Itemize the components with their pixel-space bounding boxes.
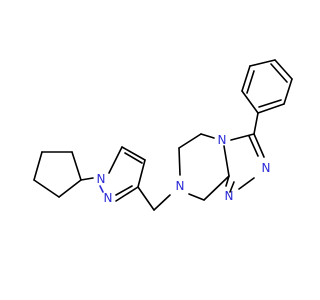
bond bbox=[238, 177, 255, 190]
bond bbox=[241, 65, 251, 92]
bond bbox=[115, 185, 133, 196]
bond bbox=[58, 179, 82, 198]
piperazine-n-label: N bbox=[176, 179, 185, 193]
bond-layer bbox=[33, 59, 293, 211]
bond bbox=[71, 151, 82, 181]
bond bbox=[115, 186, 139, 202]
bond bbox=[33, 151, 43, 181]
bond bbox=[178, 133, 202, 149]
triazole-n4-label: N bbox=[218, 133, 227, 147]
bond bbox=[33, 179, 60, 198]
bond bbox=[80, 177, 94, 181]
bond bbox=[248, 135, 259, 157]
bond bbox=[99, 185, 104, 193]
bond bbox=[124, 152, 143, 164]
bond bbox=[203, 175, 230, 201]
bond bbox=[153, 194, 171, 211]
pyrazole-n2-label: N bbox=[104, 191, 113, 205]
bond bbox=[137, 186, 155, 211]
bond bbox=[253, 133, 265, 158]
bond bbox=[178, 147, 181, 176]
bond bbox=[270, 63, 288, 83]
molecule-svg: N N N N N N bbox=[33, 59, 293, 211]
bond bbox=[108, 146, 123, 174]
structure-diagram: N N N N N N bbox=[33, 59, 293, 211]
bond bbox=[253, 112, 259, 135]
bond bbox=[246, 70, 255, 94]
bond bbox=[241, 90, 259, 114]
atom-label-layer: N N N N N N bbox=[97, 133, 271, 205]
bond bbox=[258, 99, 282, 108]
bond bbox=[274, 59, 293, 80]
bond bbox=[200, 133, 215, 139]
bond bbox=[137, 159, 146, 188]
triazole-n1-label: N bbox=[262, 161, 271, 175]
bond bbox=[249, 59, 276, 67]
bond bbox=[229, 181, 235, 193]
bond bbox=[230, 133, 255, 141]
bond bbox=[188, 193, 205, 201]
triazole-n2-label: N bbox=[225, 189, 234, 203]
bond bbox=[283, 78, 293, 105]
bond bbox=[121, 146, 146, 161]
pyrazole-n1-label: N bbox=[97, 172, 106, 186]
bond bbox=[257, 103, 285, 114]
bond bbox=[223, 145, 230, 177]
bond bbox=[225, 175, 230, 187]
